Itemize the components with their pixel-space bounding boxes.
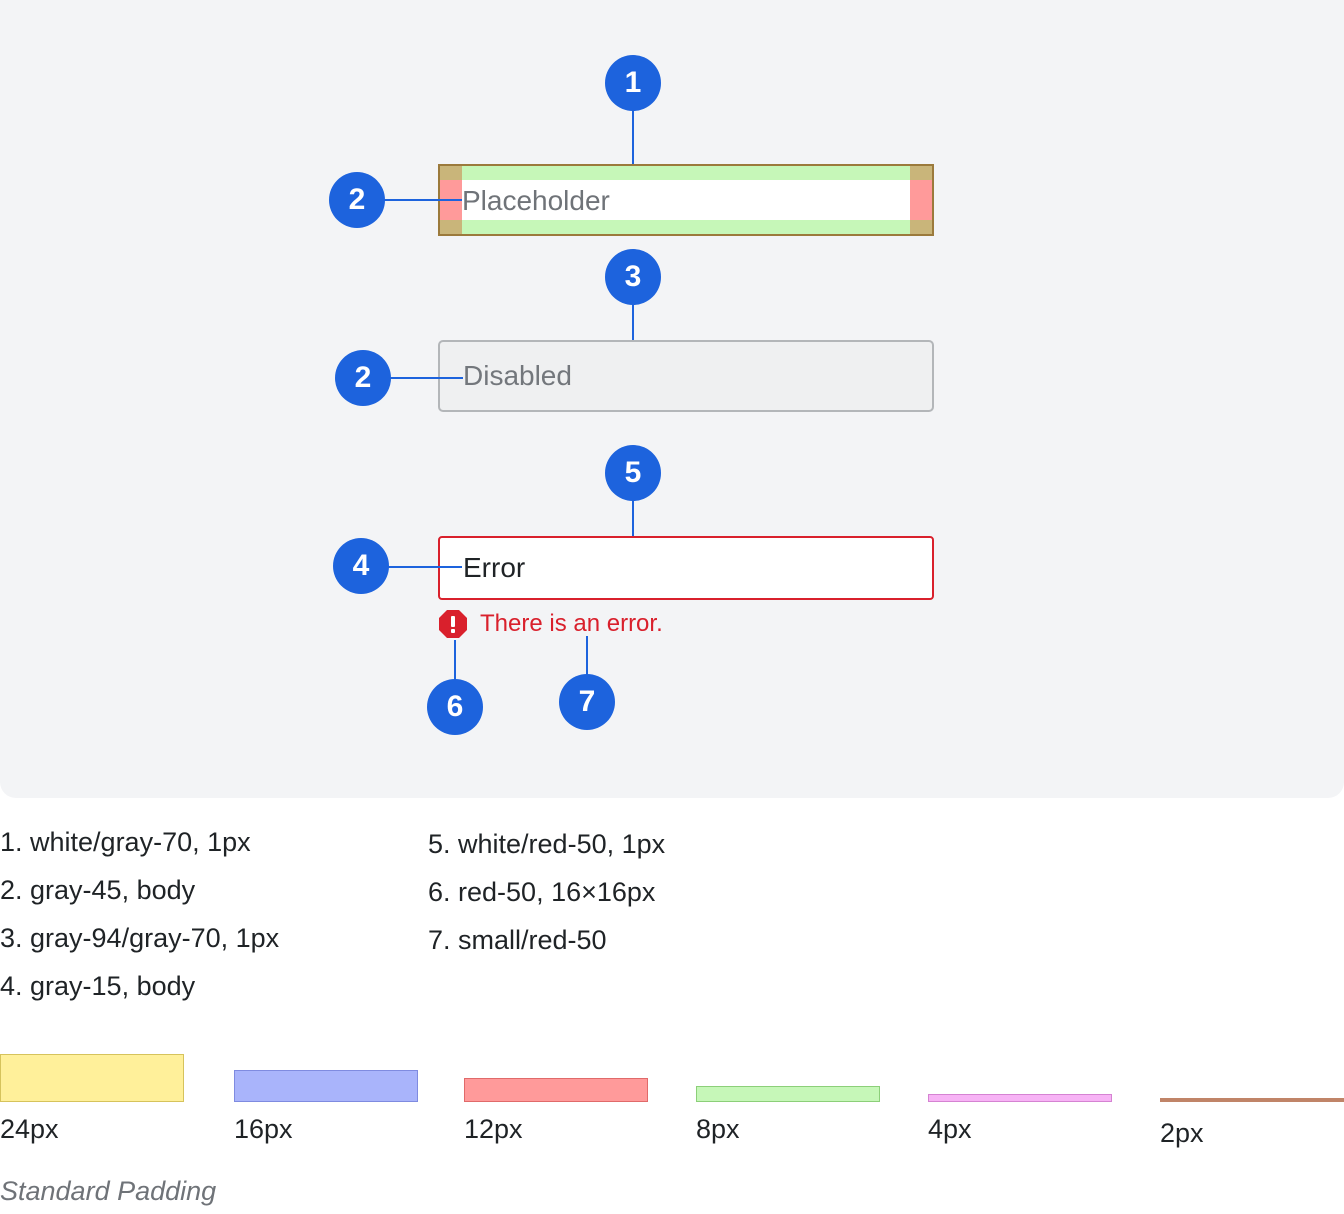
padding-corner-overlay bbox=[910, 166, 932, 180]
padding-label-2: 2px bbox=[1160, 1118, 1204, 1148]
callout-5-leader bbox=[632, 500, 634, 537]
padding-swatch-24 bbox=[0, 1054, 184, 1102]
callout-6: 6 bbox=[427, 679, 483, 735]
padding-label-12: 12px bbox=[464, 1114, 523, 1144]
callout-2-leader bbox=[384, 199, 462, 201]
padding-corner-overlay bbox=[910, 220, 932, 234]
padding-corner-overlay bbox=[440, 220, 462, 234]
callout-2: 2 bbox=[329, 172, 385, 228]
callout-5: 5 bbox=[605, 445, 661, 501]
text-field-default[interactable]: Placeholder bbox=[438, 164, 934, 236]
padding-top-overlay bbox=[440, 166, 932, 180]
spec-note: 5. white/red-50, 1px bbox=[428, 829, 666, 859]
callout-1: 1 bbox=[605, 55, 661, 111]
callout-3-leader bbox=[632, 304, 634, 341]
callout-4-leader bbox=[388, 566, 462, 568]
spec-note: 1. white/gray-70, 1px bbox=[0, 827, 251, 857]
spec-note: 6. red-50, 16×16px bbox=[428, 877, 656, 907]
placeholder-text: Placeholder bbox=[462, 185, 610, 216]
spec-notes-right: 5. white/red-50, 1px 6. red-50, 16×16px … bbox=[428, 820, 665, 964]
padding-corner-overlay bbox=[440, 166, 462, 180]
callout-1-leader bbox=[632, 110, 634, 165]
padding-swatch-16 bbox=[234, 1070, 418, 1102]
text-field-error[interactable]: Error bbox=[438, 536, 934, 600]
callout-7-leader bbox=[586, 636, 588, 676]
text-field-disabled: Disabled bbox=[438, 340, 934, 412]
anatomy-panel: 1 Placeholder 2 3 Disabled 2 5 Error 4 bbox=[0, 0, 1344, 798]
callout-6-leader bbox=[454, 640, 456, 680]
legend-caption: Standard Padding bbox=[0, 1176, 217, 1206]
spec-note: 3. gray-94/gray-70, 1px bbox=[0, 923, 280, 953]
error-octagon-icon bbox=[439, 610, 467, 638]
padding-swatch-12 bbox=[464, 1078, 648, 1102]
spec-notes-left: 1. white/gray-70, 1px 2. gray-45, body 3… bbox=[0, 818, 279, 1010]
disabled-text: Disabled bbox=[463, 360, 572, 391]
spec-note: 4. gray-15, body bbox=[0, 971, 196, 1001]
error-message: There is an error. bbox=[438, 608, 663, 640]
padding-swatch-2 bbox=[1160, 1098, 1344, 1102]
padding-label-16: 16px bbox=[234, 1114, 293, 1144]
padding-bottom-overlay bbox=[440, 220, 932, 234]
padding-swatch-4 bbox=[928, 1094, 1112, 1102]
callout-2-leader bbox=[390, 377, 463, 379]
padding-right-overlay bbox=[910, 180, 932, 220]
spec-note: 7. small/red-50 bbox=[428, 925, 607, 955]
callout-7: 7 bbox=[559, 674, 615, 730]
padding-label-4: 4px bbox=[928, 1114, 972, 1144]
error-field-text: Error bbox=[463, 552, 526, 583]
error-message-text: There is an error. bbox=[480, 610, 663, 637]
padding-swatch-8 bbox=[696, 1086, 880, 1102]
padding-label-8: 8px bbox=[696, 1114, 740, 1144]
spec-note: 2. gray-45, body bbox=[0, 875, 196, 905]
padding-label-24: 24px bbox=[0, 1114, 59, 1144]
callout-4: 4 bbox=[333, 538, 389, 594]
callout-2: 2 bbox=[335, 350, 391, 406]
callout-3: 3 bbox=[605, 249, 661, 305]
